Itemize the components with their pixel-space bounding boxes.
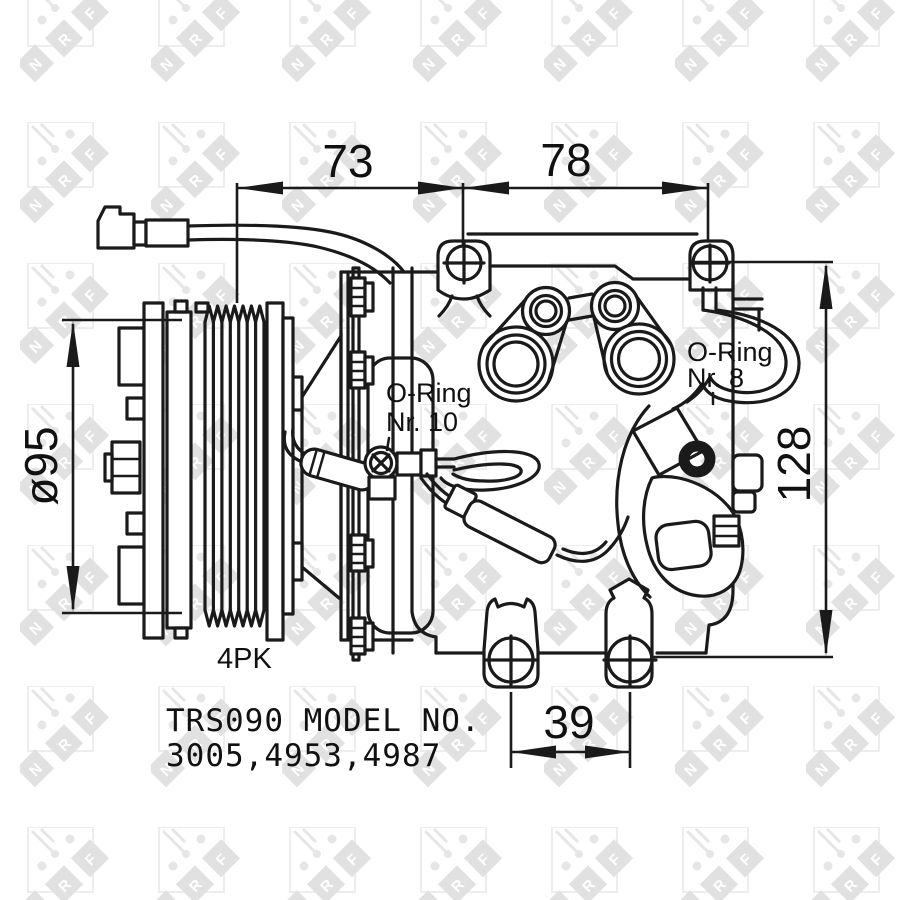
wire-loop-right <box>671 308 801 411</box>
o-ring-8-label: O-Ring Nr. 8 <box>687 337 773 406</box>
body-top-edge <box>488 264 692 281</box>
side-tab <box>731 490 757 514</box>
ground-screw-terminal <box>363 445 456 501</box>
model-number-label: TRS090 MODEL NO. 3005,4953,4987 <box>166 703 481 774</box>
o-ring-10-line1: O-Ring <box>386 378 472 408</box>
top-mounting-lug-left <box>436 239 492 318</box>
dimension-39-value: 39 <box>543 696 594 748</box>
pulley-tab <box>173 626 189 640</box>
face-bolts <box>349 276 375 656</box>
pulley-tab <box>173 299 189 314</box>
dimension-39: 39 <box>509 692 632 768</box>
dimension-73: 73 <box>235 135 465 303</box>
body-right-edge <box>704 280 735 655</box>
o-ring-10-line2: Nr. 10 <box>386 407 458 437</box>
pulley-flange-inner <box>281 316 295 616</box>
electrical-connector <box>96 205 190 250</box>
model-number-line1: TRS090 MODEL NO. <box>166 703 481 739</box>
clutch-plate <box>142 301 165 640</box>
pulley-plate <box>165 310 193 630</box>
top-mounting-lug-right <box>688 239 735 312</box>
dimension-128: 128 <box>650 260 833 659</box>
dimension-73-value: 73 <box>322 135 373 187</box>
coil-ring-icon <box>678 440 716 478</box>
suction-discharge-ports <box>477 280 676 403</box>
solenoid-valve-assembly <box>615 404 745 599</box>
dimension-128-value: 128 <box>768 426 820 503</box>
dimension-95-value: ø95 <box>15 426 67 505</box>
o-ring-8-line2: Nr. 8 <box>687 363 744 393</box>
pulley-tab <box>194 301 210 314</box>
inline-connector-fuse <box>419 472 630 565</box>
belt-grooves <box>203 304 266 628</box>
valve-window <box>654 519 713 572</box>
valve-bolt <box>712 514 741 548</box>
model-number-line2: 3005,4953,4987 <box>166 738 441 774</box>
bottom-mounting-lug-left <box>482 597 540 689</box>
dimension-diameter-95: ø95 <box>15 318 182 615</box>
dimension-78-value: 78 <box>540 134 591 186</box>
bottom-mounting-lug-right <box>602 577 658 689</box>
o-ring-10-label: O-Ring Nr. 10 <box>385 378 472 452</box>
dimension-78: 78 <box>463 134 710 240</box>
compressor-body <box>339 232 764 689</box>
o-ring-8-line1: O-Ring <box>687 337 773 367</box>
belt-type-label: 4PK <box>217 643 272 675</box>
pulley-flange <box>265 301 285 642</box>
side-tab <box>731 453 764 493</box>
